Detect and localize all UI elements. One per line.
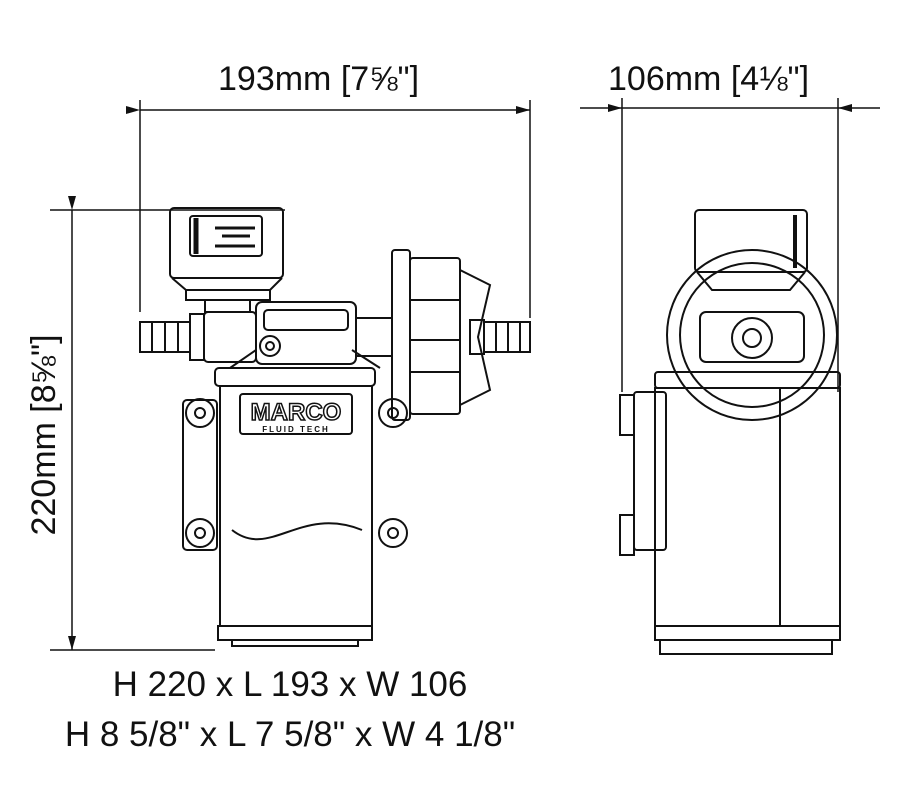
height-metric: 220mm	[25, 422, 63, 536]
width-imperial: 4⅛"	[740, 60, 800, 98]
width-metric: 106mm	[608, 60, 722, 98]
summary-metric: H 220 x L 193 x W 106	[112, 665, 468, 704]
length-metric: 193mm	[218, 60, 332, 98]
width-dimension-label: 106mm [4⅛"]	[608, 60, 810, 98]
pump-front-view: MARCO FLUID TECH	[139, 207, 531, 647]
pump-side-view	[619, 209, 841, 655]
brand-tagline: FLUID TECH	[262, 425, 330, 434]
dimension-length	[126, 100, 531, 318]
length-imperial: 7⅝"	[350, 60, 410, 98]
height-dimension-label: 220mm [8⅝"]	[25, 334, 63, 536]
dimension-height	[50, 196, 285, 651]
length-dimension-label: 193mm [7⅝"]	[218, 60, 420, 98]
dimension-width	[580, 98, 880, 392]
brand-logo: MARCO	[251, 399, 342, 426]
summary-imperial: H 8 5/8" x L 7 5/8" x W 4 1/8"	[64, 715, 516, 754]
height-imperial: 8⅝"	[25, 343, 63, 404]
